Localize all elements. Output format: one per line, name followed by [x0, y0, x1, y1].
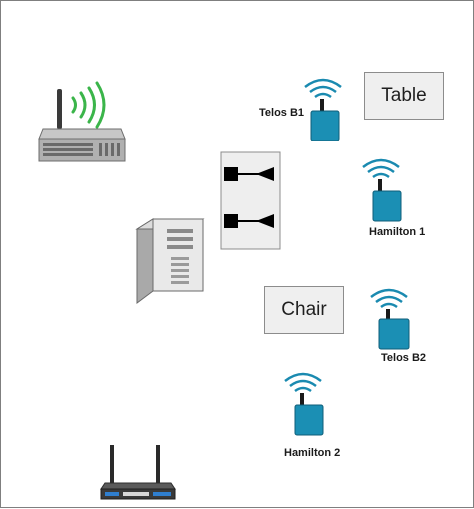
hamilton-2-label: Hamilton 2 [284, 447, 341, 459]
chair-label: Chair [281, 299, 327, 320]
telos-b1-label: Telos B1 [259, 107, 305, 119]
telos-b2-label: Telos B2 [381, 352, 427, 364]
sensor-node-icon [370, 288, 410, 350]
sensor-node-icon [362, 158, 402, 222]
hamilton-1-label: Hamilton 1 [369, 226, 426, 238]
table-label: Table [381, 85, 427, 106]
router-icon [100, 445, 176, 500]
wifi-access-point-icon [38, 81, 126, 162]
chair-label-box: Chair [264, 286, 344, 334]
sensor-node-icon [284, 372, 324, 436]
table-label-box: Table [364, 72, 444, 120]
sensor-node-icon [304, 78, 342, 141]
relay-switch-icon [220, 151, 281, 250]
server-tower-icon [135, 218, 205, 304]
